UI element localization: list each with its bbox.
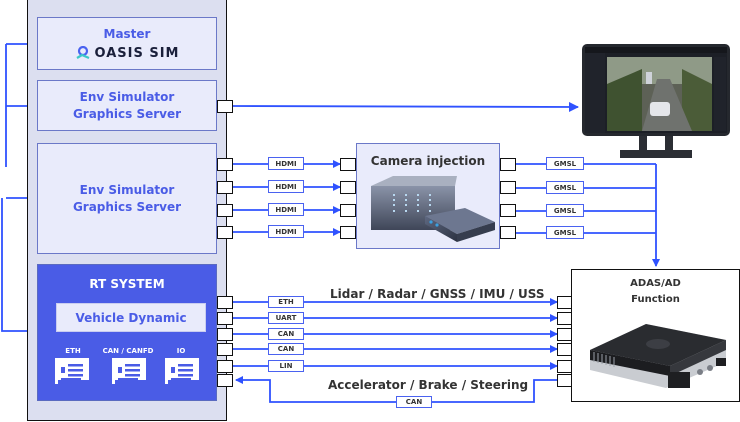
cam-in-port-4[interactable] <box>340 226 356 239</box>
cam-out-port-4[interactable] <box>500 226 516 239</box>
eth-card-icon <box>55 358 89 384</box>
oasis-logo-icon <box>75 46 89 60</box>
can-card-icon <box>112 358 146 384</box>
port-env2-out-1[interactable] <box>217 158 233 171</box>
sensor-tag-can-2: CAN <box>268 343 304 355</box>
io-card-icon <box>165 358 199 384</box>
actuator-can-tag: CAN <box>396 396 432 408</box>
hdmi-tag-3: HDMI <box>268 203 304 216</box>
sensor-tag-can-1: CAN <box>268 328 304 340</box>
port-env2-out-4[interactable] <box>217 226 233 239</box>
gmsl-tag-2: GMSL <box>546 181 584 194</box>
rt-system-title: RT SYSTEM <box>89 277 165 291</box>
cam-out-port-3[interactable] <box>500 204 516 217</box>
monitor-display-icon <box>582 44 730 158</box>
logo-text: OASIS SIM <box>94 45 180 61</box>
card-label-eth: ETH <box>65 347 81 355</box>
hdmi-tag-4: HDMI <box>268 225 304 238</box>
gmsl-tag-4: GMSL <box>546 226 584 239</box>
port-rt-can-1[interactable] <box>217 328 233 341</box>
port-env2-out-3[interactable] <box>217 204 233 217</box>
port-rt-lin[interactable] <box>217 360 233 373</box>
sensor-tag-uart: UART <box>268 312 304 324</box>
adas-ecu-hardware-image <box>590 324 726 388</box>
cam-in-port-1[interactable] <box>340 158 356 171</box>
gmsl-tag-3: GMSL <box>546 204 584 217</box>
cam-in-port-2[interactable] <box>340 181 356 194</box>
port-rt-uart[interactable] <box>217 312 233 325</box>
env1-to-monitor-line <box>231 101 579 112</box>
env-sim-1-line1: Env Simulator <box>79 89 175 104</box>
port-rt-can-2[interactable] <box>217 343 233 356</box>
card-label-io: IO <box>176 347 186 355</box>
camera-injection-hardware-image <box>371 176 495 242</box>
adas-title-line1: ADAS/AD <box>630 278 681 289</box>
port-env2-out-2[interactable] <box>217 181 233 194</box>
env-sim-1-line2: Graphics Server <box>72 106 182 121</box>
port-rt-actuator-in[interactable] <box>217 374 233 387</box>
port-rt-eth[interactable] <box>217 296 233 309</box>
master-panel[interactable]: Master OASIS SIM <box>37 17 217 70</box>
sensor-links-caption: Lidar / Radar / GNSS / IMU / USS <box>330 287 545 301</box>
cam-out-port-1[interactable] <box>500 158 516 171</box>
camera-injection-box[interactable]: Camera injection <box>356 143 500 249</box>
adas-title-line2: Function <box>631 294 680 305</box>
left-bus-outer <box>1 198 36 335</box>
sensor-tag-lin: LIN <box>268 360 304 372</box>
env-simulator-panel-1[interactable]: Env Simulator Graphics Server <box>37 80 217 131</box>
port-env1-out[interactable] <box>217 100 233 113</box>
env-sim-2-line1: Env Simulator <box>79 182 175 197</box>
card-label-can: CAN / CANFD <box>102 347 154 355</box>
cam-in-port-3[interactable] <box>340 204 356 217</box>
sensor-tag-eth: ETH <box>268 296 304 308</box>
env-simulator-panel-2[interactable]: Env Simulator Graphics Server <box>37 143 217 254</box>
master-title: Master <box>103 26 151 41</box>
adas-title: ADAS/AD Function <box>572 276 739 308</box>
vehicle-dynamic-box[interactable]: Vehicle Dynamic <box>56 303 206 332</box>
env-sim-2-line2: Graphics Server <box>72 199 182 214</box>
actuator-link-caption: Accelerator / Brake / Steering <box>328 378 529 392</box>
hdmi-tag-1: HDMI <box>268 157 304 170</box>
adas-function-box[interactable]: ADAS/AD Function <box>571 269 740 402</box>
camera-injection-title: Camera injection <box>370 154 486 168</box>
hdmi-tag-2: HDMI <box>268 180 304 193</box>
oasis-sim-logo: OASIS SIM <box>75 45 180 62</box>
gmsl-tag-1: GMSL <box>546 157 584 170</box>
rt-system-panel[interactable]: RT SYSTEM Vehicle Dynamic ETH CAN / CANF… <box>37 264 217 401</box>
cam-out-port-2[interactable] <box>500 181 516 194</box>
